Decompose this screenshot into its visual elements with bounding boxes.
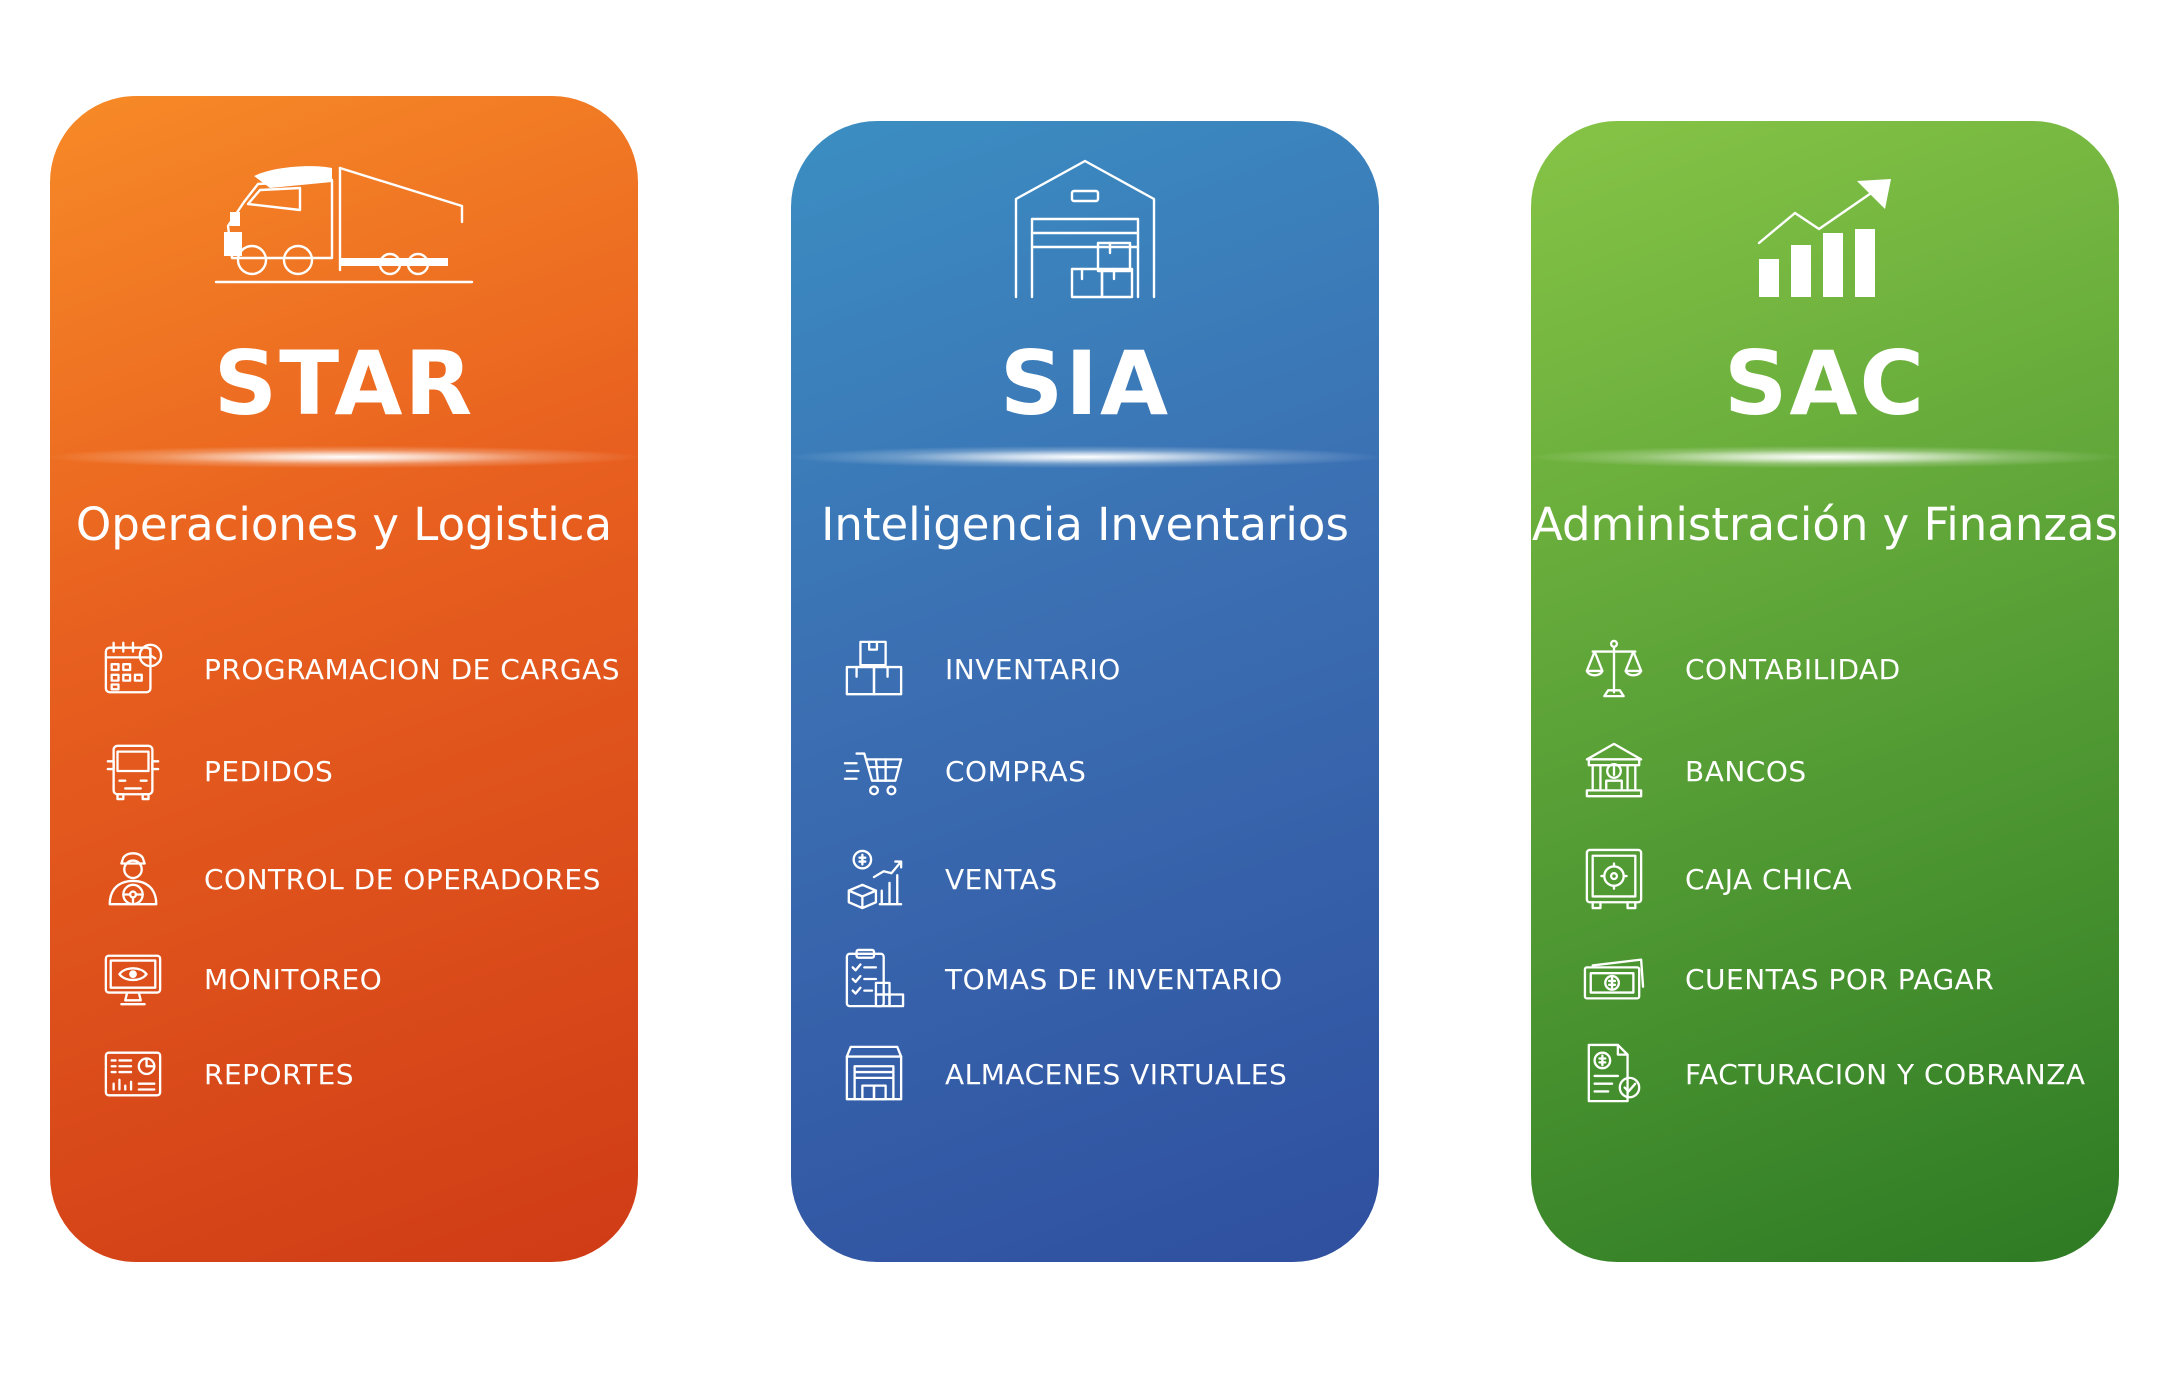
divider-glow — [1531, 446, 2119, 468]
menu-item-label: CONTABILIDAD — [1685, 652, 1901, 686]
menu-item-label: INVENTARIO — [945, 652, 1121, 686]
menu-item-label: REPORTES — [204, 1057, 355, 1091]
store-icon — [841, 1041, 907, 1107]
card-star[interactable]: STAR Operaciones y Logistica PROGRAMACIO… — [50, 96, 638, 1262]
truck-icon — [50, 162, 638, 286]
bank-icon — [1581, 738, 1647, 804]
menu-item-programacion-de-cargas[interactable]: PROGRAMACION DE CARGAS — [100, 634, 628, 704]
menu-item-tomas-de-inventario[interactable]: TOMAS DE INVENTARIO — [841, 944, 1369, 1014]
menu-item-inventario[interactable]: INVENTARIO — [841, 634, 1369, 704]
invoice-icon — [1581, 1041, 1647, 1107]
monitor-eye-icon — [100, 946, 166, 1012]
growth-chart-icon — [1531, 179, 2119, 299]
menu-item-contabilidad[interactable]: CONTABILIDAD — [1581, 634, 2109, 704]
menu-item-pedidos[interactable]: PEDIDOS — [100, 736, 628, 806]
driver-icon — [100, 846, 166, 912]
menu-item-almacenes-virtuales[interactable]: ALMACENES VIRTUALES — [841, 1039, 1369, 1109]
card-sac[interactable]: SAC Administración y Finanzas CONTABILID… — [1531, 121, 2119, 1262]
menu-item-bancos[interactable]: BANCOS — [1581, 736, 2109, 806]
safe-icon — [1581, 846, 1647, 912]
report-dashboard-icon — [100, 1041, 166, 1107]
menu-item-label: PROGRAMACION DE CARGAS — [204, 652, 621, 686]
card-title: SAC — [1723, 332, 1927, 435]
menu-item-label: PEDIDOS — [204, 754, 334, 788]
divider-glow — [791, 446, 1379, 468]
menu-item-monitoreo[interactable]: MONITOREO — [100, 944, 628, 1014]
menu-item-ventas[interactable]: VENTAS — [841, 844, 1369, 914]
card-subtitle: Operaciones y Logistica — [75, 498, 613, 551]
banknotes-icon — [1581, 946, 1647, 1012]
menu-item-label: CUENTAS POR PAGAR — [1685, 962, 1995, 996]
menu-item-caja-chica[interactable]: CAJA CHICA — [1581, 844, 2109, 914]
menu-item-label: VENTAS — [945, 862, 1058, 896]
card-sia[interactable]: SIA Inteligencia Inventarios INVENTARIO … — [791, 121, 1379, 1262]
menu-item-cuentas-por-pagar[interactable]: CUENTAS POR PAGAR — [1581, 944, 2109, 1014]
menu-item-compras[interactable]: COMPRAS — [841, 736, 1369, 806]
scales-icon — [1581, 636, 1647, 702]
menu-item-label: ALMACENES VIRTUALES — [945, 1057, 1288, 1091]
card-subtitle: Inteligencia Inventarios — [821, 498, 1349, 551]
card-title: STAR — [213, 332, 475, 435]
menu-item-label: BANCOS — [1685, 754, 1807, 788]
menu-item-facturacion-y-cobranza[interactable]: FACTURACION Y COBRANZA — [1581, 1039, 2109, 1109]
menu-item-label: CONTROL DE OPERADORES — [204, 862, 601, 896]
sales-chart-icon — [841, 846, 907, 912]
menu-item-label: CAJA CHICA — [1685, 862, 1853, 896]
menu-item-label: COMPRAS — [945, 754, 1087, 788]
calendar-clock-icon — [100, 636, 166, 702]
boxes-icon — [841, 636, 907, 702]
checklist-boxes-icon — [841, 946, 907, 1012]
menu-item-label: FACTURACION Y COBRANZA — [1685, 1057, 2086, 1091]
menu-item-reportes[interactable]: REPORTES — [100, 1039, 628, 1109]
truck-front-icon — [100, 738, 166, 804]
menu-item-label: MONITOREO — [204, 962, 383, 996]
menu-item-label: TOMAS DE INVENTARIO — [945, 962, 1283, 996]
shopping-cart-icon — [841, 738, 907, 804]
menu-item-control-de-operadores[interactable]: CONTROL DE OPERADORES — [100, 844, 628, 914]
divider-glow — [50, 446, 638, 468]
warehouse-icon — [791, 157, 1379, 303]
card-subtitle: Administración y Finanzas — [1532, 498, 2118, 551]
card-title: SIA — [999, 332, 1171, 435]
